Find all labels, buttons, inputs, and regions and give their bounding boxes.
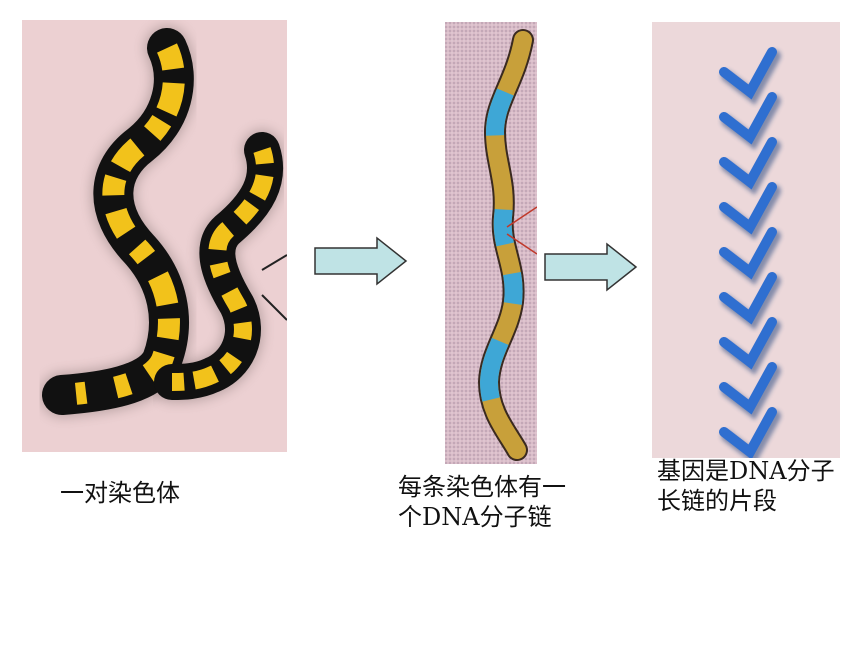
caption-chromosome-pair: 一对染色体 [60,479,180,507]
gene-helix-illustration [719,47,781,458]
chromosome-pair-image [22,20,287,452]
caption-gene: 基因是DNA分子长链的片段 [657,457,835,515]
gene-helix-image [652,22,840,458]
arrow-right-icon [313,236,409,290]
arrow-right-icon [543,242,639,296]
caption-chromosome-dna: 每条染色体有一个DNA分子链 [398,473,566,531]
dna-strand-image [445,22,537,464]
chromosome-pair-illustration [40,26,287,417]
dna-strand-illustration [445,22,537,464]
